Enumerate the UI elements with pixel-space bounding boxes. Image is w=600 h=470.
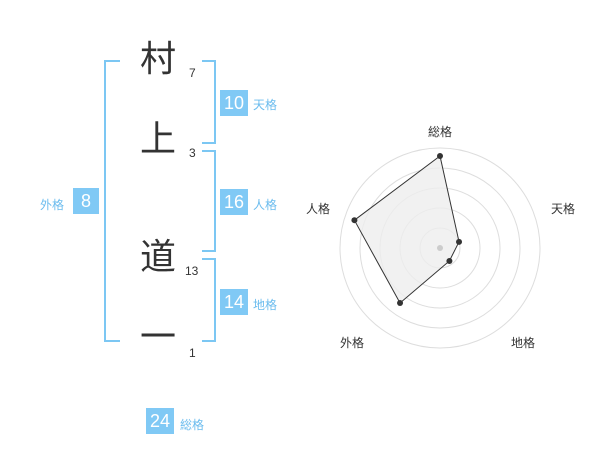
radar-points bbox=[351, 153, 463, 307]
radar-center-dot bbox=[437, 245, 443, 251]
name-char-4: 一 bbox=[140, 317, 177, 358]
gaikaku-value: 8 bbox=[73, 188, 99, 214]
radar-axis-label-soukaku: 総格 bbox=[428, 124, 452, 139]
tenkaku-bracket bbox=[202, 60, 216, 144]
name-char-2: 上 bbox=[140, 119, 177, 160]
jinkaku-value: 16 bbox=[220, 189, 248, 215]
chikaku-bracket bbox=[202, 258, 216, 342]
gaikaku-bracket bbox=[104, 60, 120, 342]
radar-axis-label-jinkaku: 人格 bbox=[306, 201, 330, 216]
chikaku-value: 14 bbox=[220, 289, 248, 315]
radar-point bbox=[456, 238, 463, 245]
gaikaku-label: 外格 bbox=[40, 198, 65, 212]
stroke-count-4: 1 bbox=[189, 346, 196, 360]
jinkaku-label: 人格 bbox=[253, 198, 278, 212]
tenkaku-label: 天格 bbox=[253, 98, 278, 112]
radar-axis-label-chikaku: 地格 bbox=[511, 335, 535, 350]
radar-point bbox=[446, 257, 453, 264]
stroke-count-3: 13 bbox=[185, 264, 199, 278]
name-char-1: 村 bbox=[140, 39, 177, 80]
soukaku-label: 総格 bbox=[180, 418, 205, 432]
stroke-count-2: 3 bbox=[189, 146, 196, 160]
radar-polygon bbox=[353, 155, 460, 304]
soukaku-value: 24 bbox=[146, 408, 174, 434]
tenkaku-value: 10 bbox=[220, 90, 248, 116]
radar-axis-label-tenkaku: 天格 bbox=[551, 201, 575, 216]
jinkaku-bracket bbox=[202, 150, 216, 252]
radar-point bbox=[351, 217, 358, 224]
stroke-count-1: 7 bbox=[189, 66, 196, 80]
chikaku-label: 地格 bbox=[253, 298, 278, 312]
name-char-3: 道 bbox=[140, 237, 177, 278]
radar-point bbox=[397, 300, 404, 307]
radar-point bbox=[437, 153, 443, 159]
radar-axis-label-gaikaku: 外格 bbox=[340, 335, 364, 350]
